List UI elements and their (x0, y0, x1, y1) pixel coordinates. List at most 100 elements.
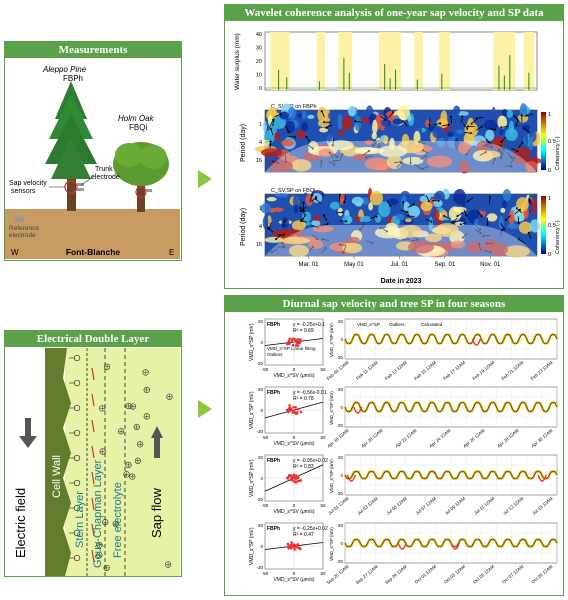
scatter-point (289, 546, 293, 550)
colorbar-3 (541, 196, 546, 254)
ts-date-tick: Jul 05 12AM (386, 496, 409, 516)
ion-symbol (96, 541, 103, 549)
scatter-ylabel: VMD_s^SP (mV) (249, 459, 255, 497)
phase-arrow-icon (321, 237, 329, 241)
phase-arrow-icon (485, 145, 494, 149)
ts-date-tick: Oct 05 12AM (472, 564, 496, 585)
scatter-point (288, 404, 291, 407)
scatter-tree-label: FBPh (267, 390, 280, 396)
scatter-point (299, 410, 303, 414)
coherence-blob (506, 109, 513, 118)
water-tick: 0 (259, 86, 262, 92)
coherence-blob (323, 109, 331, 123)
coherence-blob (341, 115, 353, 131)
phase-arrow-icon (465, 148, 471, 156)
phase-arrow-icon (461, 232, 469, 239)
phase-arrow-icon (299, 206, 307, 212)
period-tick: 4 (259, 140, 262, 146)
scatter-ytick: -20 (256, 361, 263, 366)
coherence-blob (491, 106, 496, 120)
phase-arrow-icon (270, 248, 278, 254)
coherence-blob (295, 130, 306, 139)
coherence-blob (354, 115, 362, 131)
ts-date-tick: Apr 24 12AM (428, 428, 452, 449)
scatter-xlabel: VMD_s^SV (μm/s) (273, 577, 314, 583)
phase-arrow-icon (305, 135, 311, 143)
phase-arrow-icon (332, 159, 341, 163)
coherence-blob (281, 217, 290, 228)
phase-arrow-icon (504, 215, 512, 221)
electric-field-label: Electric field (13, 488, 28, 558)
scatter-tree-label: FBPh (267, 322, 280, 328)
phase-arrow-icon (421, 149, 429, 155)
scatter-point (290, 475, 293, 479)
ion-symbol (103, 564, 110, 572)
phase-arrow-icon (307, 144, 314, 150)
ion-symbol (166, 393, 173, 400)
period-label-3: Period (day) (240, 208, 247, 246)
ion-symbol (129, 403, 136, 410)
pine-name: Aleppo Pine (42, 65, 87, 74)
coherence-blob (368, 223, 377, 233)
phase-arrow-icon (477, 210, 483, 218)
coherence-blob (312, 215, 322, 221)
phase-arrow-icon (319, 159, 323, 168)
coherence-blob (262, 139, 270, 147)
phase-arrow-icon (359, 224, 365, 231)
scatter-point (290, 339, 294, 342)
ion-symbol (118, 428, 125, 435)
phase-arrow-icon (314, 198, 321, 204)
coherence-blob (347, 105, 357, 117)
phase-arrow-icon (518, 141, 524, 149)
scatter-xtick: 50 (320, 367, 326, 372)
west-label: W (11, 248, 19, 257)
scatter-ytick: 20 (258, 455, 264, 460)
coherence-blob (483, 119, 498, 131)
scatter-point (293, 548, 296, 551)
coherence-blob (395, 213, 405, 221)
phase-arrow-icon (524, 113, 533, 118)
ts-ylabel: VMD_s^SP (mV) (329, 527, 334, 561)
phase-arrow-icon (277, 245, 286, 249)
scatter-xtick: 50 (320, 435, 326, 440)
coherence-blob (329, 201, 340, 210)
ts-legend-item: VMD_s^SP (357, 322, 380, 327)
phase-arrow-icon (515, 119, 519, 127)
phase-arrow-icon (269, 118, 275, 126)
phase-arrow-icon (474, 224, 481, 231)
ts-ytick: 0 (340, 473, 343, 478)
coherence-blob (383, 135, 389, 145)
phase-arrow-icon (406, 214, 415, 218)
scatter-ytick: 20 (258, 387, 264, 392)
phase-arrow-icon (499, 125, 508, 129)
phase-arrow-icon (269, 127, 274, 136)
scatter-legend-item: VMD_s^SP (267, 346, 290, 351)
ts-date-tick: Feb 09 12AM (326, 360, 350, 381)
phase-arrow-icon (523, 127, 530, 133)
phase-arrow-icon (365, 155, 373, 159)
coherence-blob (457, 111, 469, 116)
coherence-blob (381, 119, 389, 127)
phase-arrow-icon (284, 155, 288, 164)
phase-arrow-icon (338, 193, 342, 202)
coherence-blob (463, 132, 475, 145)
ts-legend-item: Outliers (389, 322, 405, 327)
coherence-blob (486, 213, 498, 222)
panel2-title: C_SV,SP on FBPh (271, 104, 317, 110)
coherence-blob (450, 240, 466, 249)
coherence-map-fbqi (260, 187, 540, 258)
water-tick: 10 (256, 73, 262, 79)
coherence-blob (342, 215, 353, 225)
wavelet-title: Wavelet coherence analysis of one-year s… (225, 5, 563, 21)
phase-arrow-icon (322, 120, 331, 124)
scatter-point (292, 409, 296, 413)
phase-arrow-icon (388, 111, 395, 118)
scatter-point (292, 473, 296, 477)
coherence-blob (502, 188, 512, 202)
scatter-tree-label: FBPh (267, 526, 280, 532)
phase-arrow-icon (372, 140, 378, 147)
diurnal-panel: Diurnal sap velocity and tree SP in four… (224, 295, 564, 596)
